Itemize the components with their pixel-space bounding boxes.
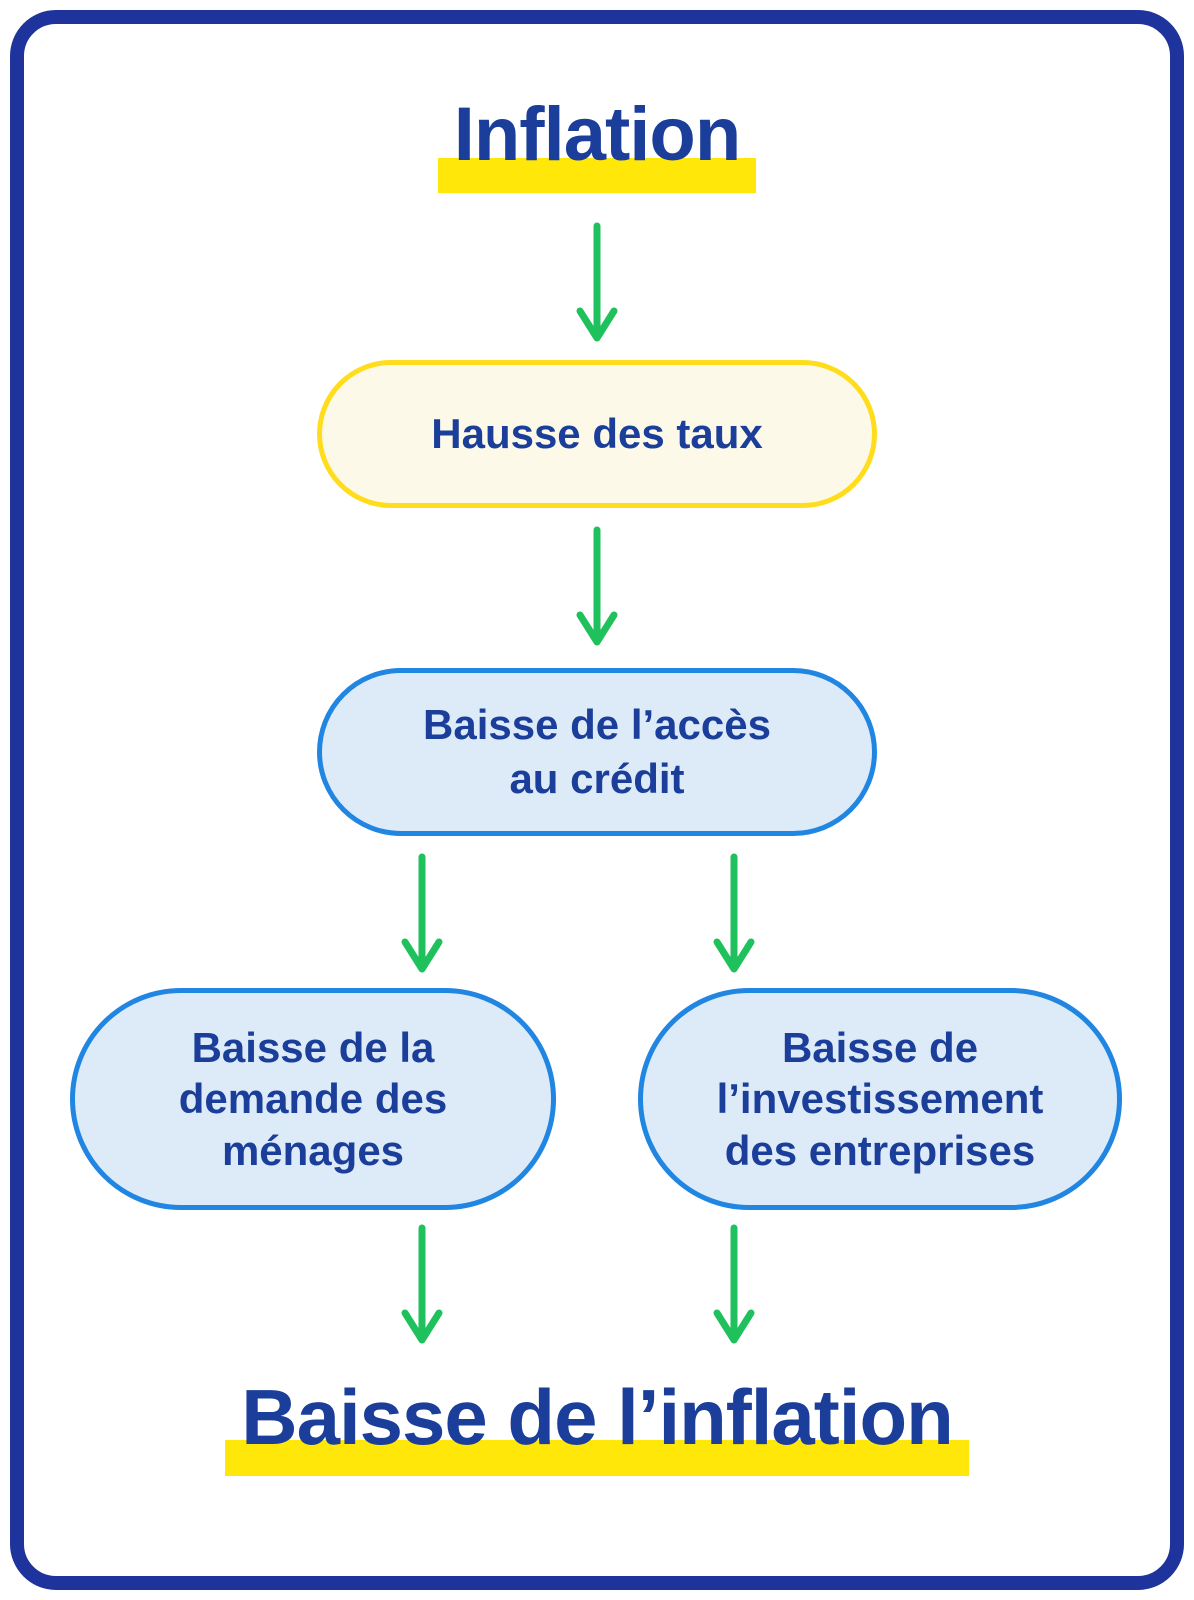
node-baisse-acces-credit: Baisse de l’accès au crédit [317, 668, 877, 836]
node-baisse-investissement: Baisse de l’investissement des entrepris… [638, 988, 1122, 1210]
arrow-down-icon [401, 853, 443, 973]
title-inflation-highlight: Inflation [437, 97, 756, 193]
title-baisse-inflation-text: Baisse de l’inflation [241, 1373, 954, 1461]
node-baisse-investissement-label: Baisse de l’investissement des entrepris… [716, 1024, 1044, 1174]
arrow-down-icon [576, 222, 618, 342]
node-baisse-demande-menages-label: Baisse de la demande des ménages [178, 1024, 448, 1174]
node-hausse-des-taux: Hausse des taux [317, 360, 877, 508]
arrow-down-icon [713, 853, 755, 973]
title-inflation-text: Inflation [453, 92, 742, 177]
title-baisse-inflation-highlight: Baisse de l’inflation [225, 1378, 969, 1477]
node-hausse-des-taux-label: Hausse des taux [431, 410, 763, 458]
arrow-down-icon [576, 526, 618, 646]
node-baisse-acces-credit-label: Baisse de l’accès au crédit [423, 701, 771, 802]
arrow-down-icon [713, 1224, 755, 1344]
node-baisse-demande-menages: Baisse de la demande des ménages [70, 988, 556, 1210]
title-inflation: Inflation [0, 97, 1194, 193]
title-baisse-inflation: Baisse de l’inflation [0, 1378, 1194, 1477]
arrow-down-icon [401, 1224, 443, 1344]
